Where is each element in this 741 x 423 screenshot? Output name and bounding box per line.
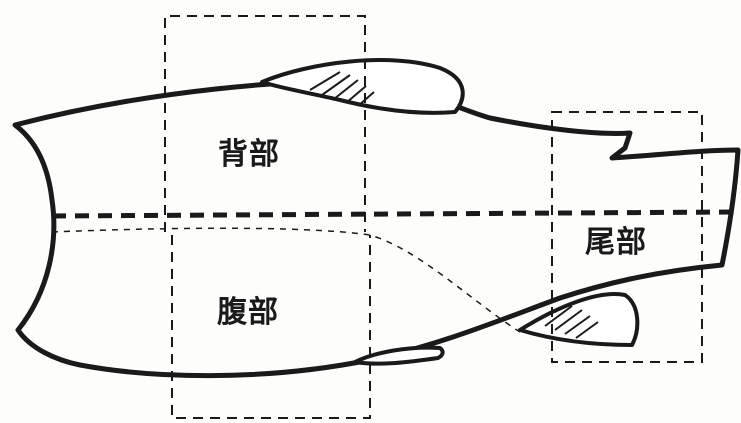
dorsal-fin — [260, 58, 465, 115]
belly-label: 腹部 — [217, 295, 279, 330]
belly-separation-line — [51, 227, 521, 333]
anal-fin-rays — [544, 305, 599, 339]
lateral-midline — [51, 209, 736, 219]
back-region-box — [164, 15, 366, 232]
anal-fin — [518, 292, 640, 347]
pelvic-fin — [353, 345, 445, 366]
back-label: 背部 — [218, 137, 280, 172]
tail-region-box — [551, 111, 703, 363]
belly-region-box — [171, 235, 371, 419]
tail-label: 尾部 — [585, 225, 647, 260]
